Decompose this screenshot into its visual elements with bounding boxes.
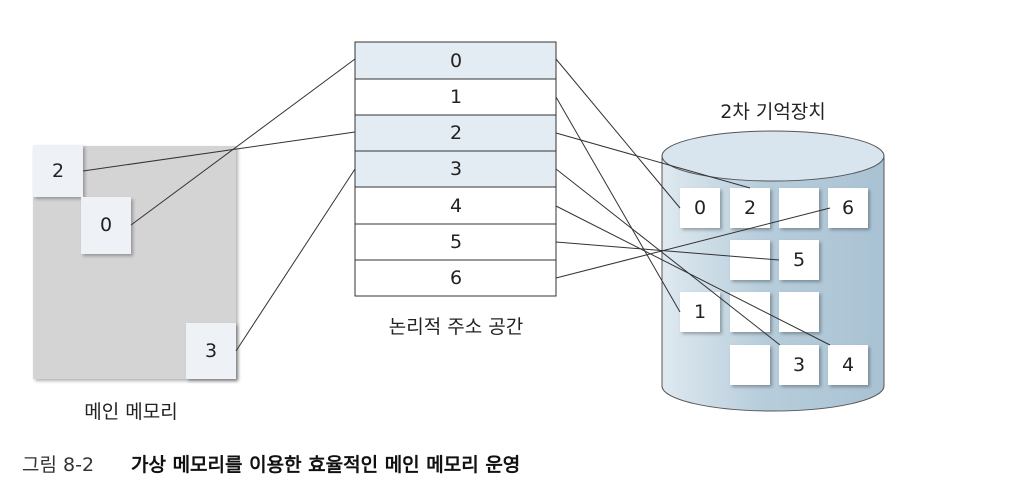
- memory-page-3-label: 3: [205, 340, 217, 362]
- main-memory-label: 메인 메모리: [84, 401, 177, 423]
- logical-page-4-label: 4: [450, 195, 462, 217]
- map-line-page3-storage: [555, 168, 781, 346]
- logical-page-0-label: 0: [450, 50, 462, 72]
- storage-slot-empty: [779, 292, 819, 332]
- memory-page-0-label: 0: [100, 214, 112, 236]
- storage-slot-0-label: 0: [694, 197, 706, 219]
- storage-slot-5-label: 5: [793, 249, 805, 271]
- logical-page-1: 1: [354, 78, 557, 116]
- logical-page-5-label: 5: [450, 231, 462, 253]
- storage-slot-5: 5: [779, 240, 819, 280]
- memory-page-2: 2: [33, 145, 83, 197]
- storage-slot-4: 4: [828, 345, 868, 385]
- caption-number: 그림 8-2: [22, 454, 94, 476]
- storage-slot-3-label: 3: [793, 354, 805, 376]
- memory-page-2-label: 2: [52, 160, 64, 182]
- storage-slot-empty: [779, 188, 819, 228]
- cylinder-top: [661, 130, 885, 182]
- logical-page-2: 2: [354, 114, 557, 152]
- figure-caption: 그림 8-2 가상 메모리를 이용한 효율적인 메인 메모리 운영: [22, 454, 520, 476]
- memory-page-0: 0: [81, 197, 131, 254]
- map-line-page0-storage: [555, 58, 681, 209]
- main-memory: 2 0 3 메인 메모리: [33, 145, 236, 423]
- storage-slot-3: 3: [779, 345, 819, 385]
- logical-page-3-label: 3: [450, 158, 462, 180]
- map-line-page2-storage: [555, 132, 751, 189]
- caption-title: 가상 메모리를 이용한 효율적인 메인 메모리 운영: [131, 454, 520, 476]
- storage-slot-empty: [730, 292, 770, 332]
- logical-page-4: 4: [354, 186, 557, 225]
- storage-slot-2: 2: [730, 188, 770, 228]
- map-line-page5-storage: [555, 241, 780, 261]
- logical-page-5: 5: [354, 223, 557, 261]
- map-line-page4-storage: [555, 205, 831, 346]
- secondary-storage-label: 2차 기억장치: [720, 101, 826, 123]
- storage-slot-6: 6: [828, 188, 868, 228]
- storage-slot-6-label: 6: [842, 197, 854, 219]
- storage-slot-empty: [730, 345, 770, 385]
- logical-page-6-label: 6: [450, 267, 462, 289]
- storage-slot-2-label: 2: [744, 197, 756, 219]
- memory-page-3: 3: [186, 323, 236, 379]
- logical-page-2-label: 2: [450, 122, 462, 144]
- map-line-page6-storage: [555, 207, 831, 279]
- map-line-page2-memory: [82, 131, 356, 172]
- map-line-page3-memory: [235, 168, 356, 352]
- mapping-lines: [82, 58, 831, 352]
- logical-page-3: 3: [354, 150, 557, 188]
- logical-address-space: 0 1 2 3 4 5 6 논리적 주소 공간: [354, 41, 557, 338]
- logical-page-0: 0: [354, 41, 557, 80]
- storage-slot-4-label: 4: [842, 354, 854, 376]
- storage-slot-1: 1: [680, 292, 720, 332]
- map-line-page0-memory: [130, 58, 356, 226]
- logical-page-1-label: 1: [450, 86, 462, 108]
- logical-space-label: 논리적 주소 공간: [389, 316, 523, 338]
- logical-page-6: 6: [354, 259, 557, 297]
- storage-slot-1-label: 1: [694, 301, 706, 323]
- storage-slot-empty: [730, 240, 770, 280]
- storage-slot-0: 0: [680, 188, 720, 228]
- map-line-page1-storage: [555, 96, 681, 313]
- secondary-storage: 2차 기억장치 0 2 6 5 1: [661, 101, 885, 412]
